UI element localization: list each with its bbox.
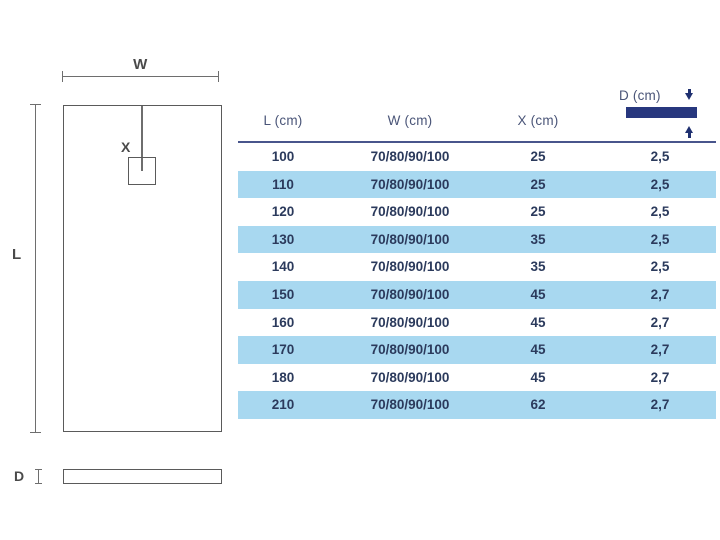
drain-square-icon: [128, 157, 156, 185]
arrow-down-icon: [685, 89, 693, 100]
cell-width: 70/80/90/100: [370, 397, 450, 413]
column-header-width: W (cm): [387, 113, 433, 128]
depth-thickness-indicator: D (cm): [619, 88, 707, 140]
cell-drain-offset: 45: [530, 369, 546, 385]
table-row: 170 70/80/90/100 45 2,7: [238, 336, 716, 364]
cell-width: 70/80/90/100: [370, 286, 450, 302]
thickness-bar: [626, 107, 697, 118]
cell-depth: 2,7: [650, 342, 670, 358]
cell-depth: 2,7: [650, 314, 670, 330]
table-row: 110 70/80/90/100 25 2,5: [238, 170, 716, 199]
cell-drain-offset: 35: [530, 231, 546, 247]
drain-leader-line: [141, 106, 143, 171]
cell-drain-offset: 45: [530, 342, 546, 358]
shower-tray-diagram: W L X D: [0, 0, 240, 540]
cell-length: 120: [271, 204, 295, 220]
cell-depth: 2,5: [650, 149, 670, 164]
cell-drain-offset: 45: [530, 314, 546, 330]
drain-offset-label: X: [121, 139, 131, 155]
table-row: 100 70/80/90/100 25 2,5: [238, 143, 716, 171]
cell-depth: 2,7: [650, 286, 670, 302]
table-row: 150 70/80/90/100 45 2,7: [238, 280, 716, 309]
cell-width: 70/80/90/100: [370, 314, 450, 330]
column-header-drain-offset: X (cm): [517, 113, 559, 128]
cell-drain-offset: 62: [530, 397, 546, 413]
cell-width: 70/80/90/100: [370, 149, 450, 164]
cell-length: 110: [272, 176, 294, 192]
cell-length: 210: [271, 397, 295, 413]
width-dimension-line: [62, 76, 219, 77]
table-row: 160 70/80/90/100 45 2,7: [238, 309, 716, 337]
arrow-up-icon: [685, 126, 693, 138]
length-dimension-label: L: [12, 246, 22, 263]
length-dimension-line: [35, 104, 36, 432]
cell-depth: 2,5: [650, 204, 670, 220]
cell-depth: 2,7: [650, 397, 670, 413]
table-row: 130 70/80/90/100 35 2,5: [238, 225, 716, 254]
cell-drain-offset: 35: [530, 259, 546, 275]
table-header-rule: [238, 141, 716, 143]
cell-depth: 2,5: [650, 231, 670, 247]
cell-length: 100: [271, 149, 295, 164]
table-row: 180 70/80/90/100 45 2,7: [238, 364, 716, 392]
dimension-table: D (cm) L (cm) W (cm) X (cm) 100 70/80/90/…: [238, 0, 720, 540]
width-dimension-label: W: [133, 56, 148, 73]
cell-depth: 2,7: [650, 369, 670, 385]
depth-dimension-tick: [35, 469, 42, 484]
cell-width: 70/80/90/100: [370, 259, 450, 275]
cell-width: 70/80/90/100: [370, 369, 450, 385]
cell-length: 180: [271, 369, 295, 385]
table-row: 140 70/80/90/100 35 2,5: [238, 253, 716, 281]
cell-drain-offset: 25: [530, 149, 546, 164]
cell-drain-offset: 45: [530, 286, 546, 302]
tray-edge-profile-outline: [63, 469, 222, 484]
cell-width: 70/80/90/100: [370, 231, 450, 247]
cell-width: 70/80/90/100: [370, 342, 450, 358]
width-dimension-tick-right: [218, 71, 219, 82]
cell-depth: 2,5: [650, 176, 670, 192]
cell-drain-offset: 25: [530, 176, 546, 192]
depth-dimension-label: D: [14, 468, 25, 484]
cell-length: 150: [271, 286, 295, 302]
table-row: 210 70/80/90/100 62 2,7: [238, 391, 716, 419]
table-row: 120 70/80/90/100 25 2,5: [238, 198, 716, 226]
cell-width: 70/80/90/100: [370, 204, 450, 220]
cell-drain-offset: 25: [530, 204, 546, 220]
cell-length: 130: [271, 231, 295, 247]
cell-width: 70/80/90/100: [370, 176, 450, 192]
table-body: 100 70/80/90/100 25 2,5 110 70/80/90/100 25 2,5…: [238, 143, 716, 419]
depth-indicator-label: D (cm): [619, 88, 661, 103]
table-header-row: L (cm) W (cm) X (cm): [238, 113, 720, 141]
length-dimension-tick-bottom: [30, 432, 41, 433]
cell-length: 170: [271, 342, 295, 358]
column-header-length: L (cm): [263, 113, 303, 128]
cell-length: 140: [271, 259, 295, 275]
cell-depth: 2,5: [650, 259, 670, 275]
cell-length: 160: [271, 314, 295, 330]
